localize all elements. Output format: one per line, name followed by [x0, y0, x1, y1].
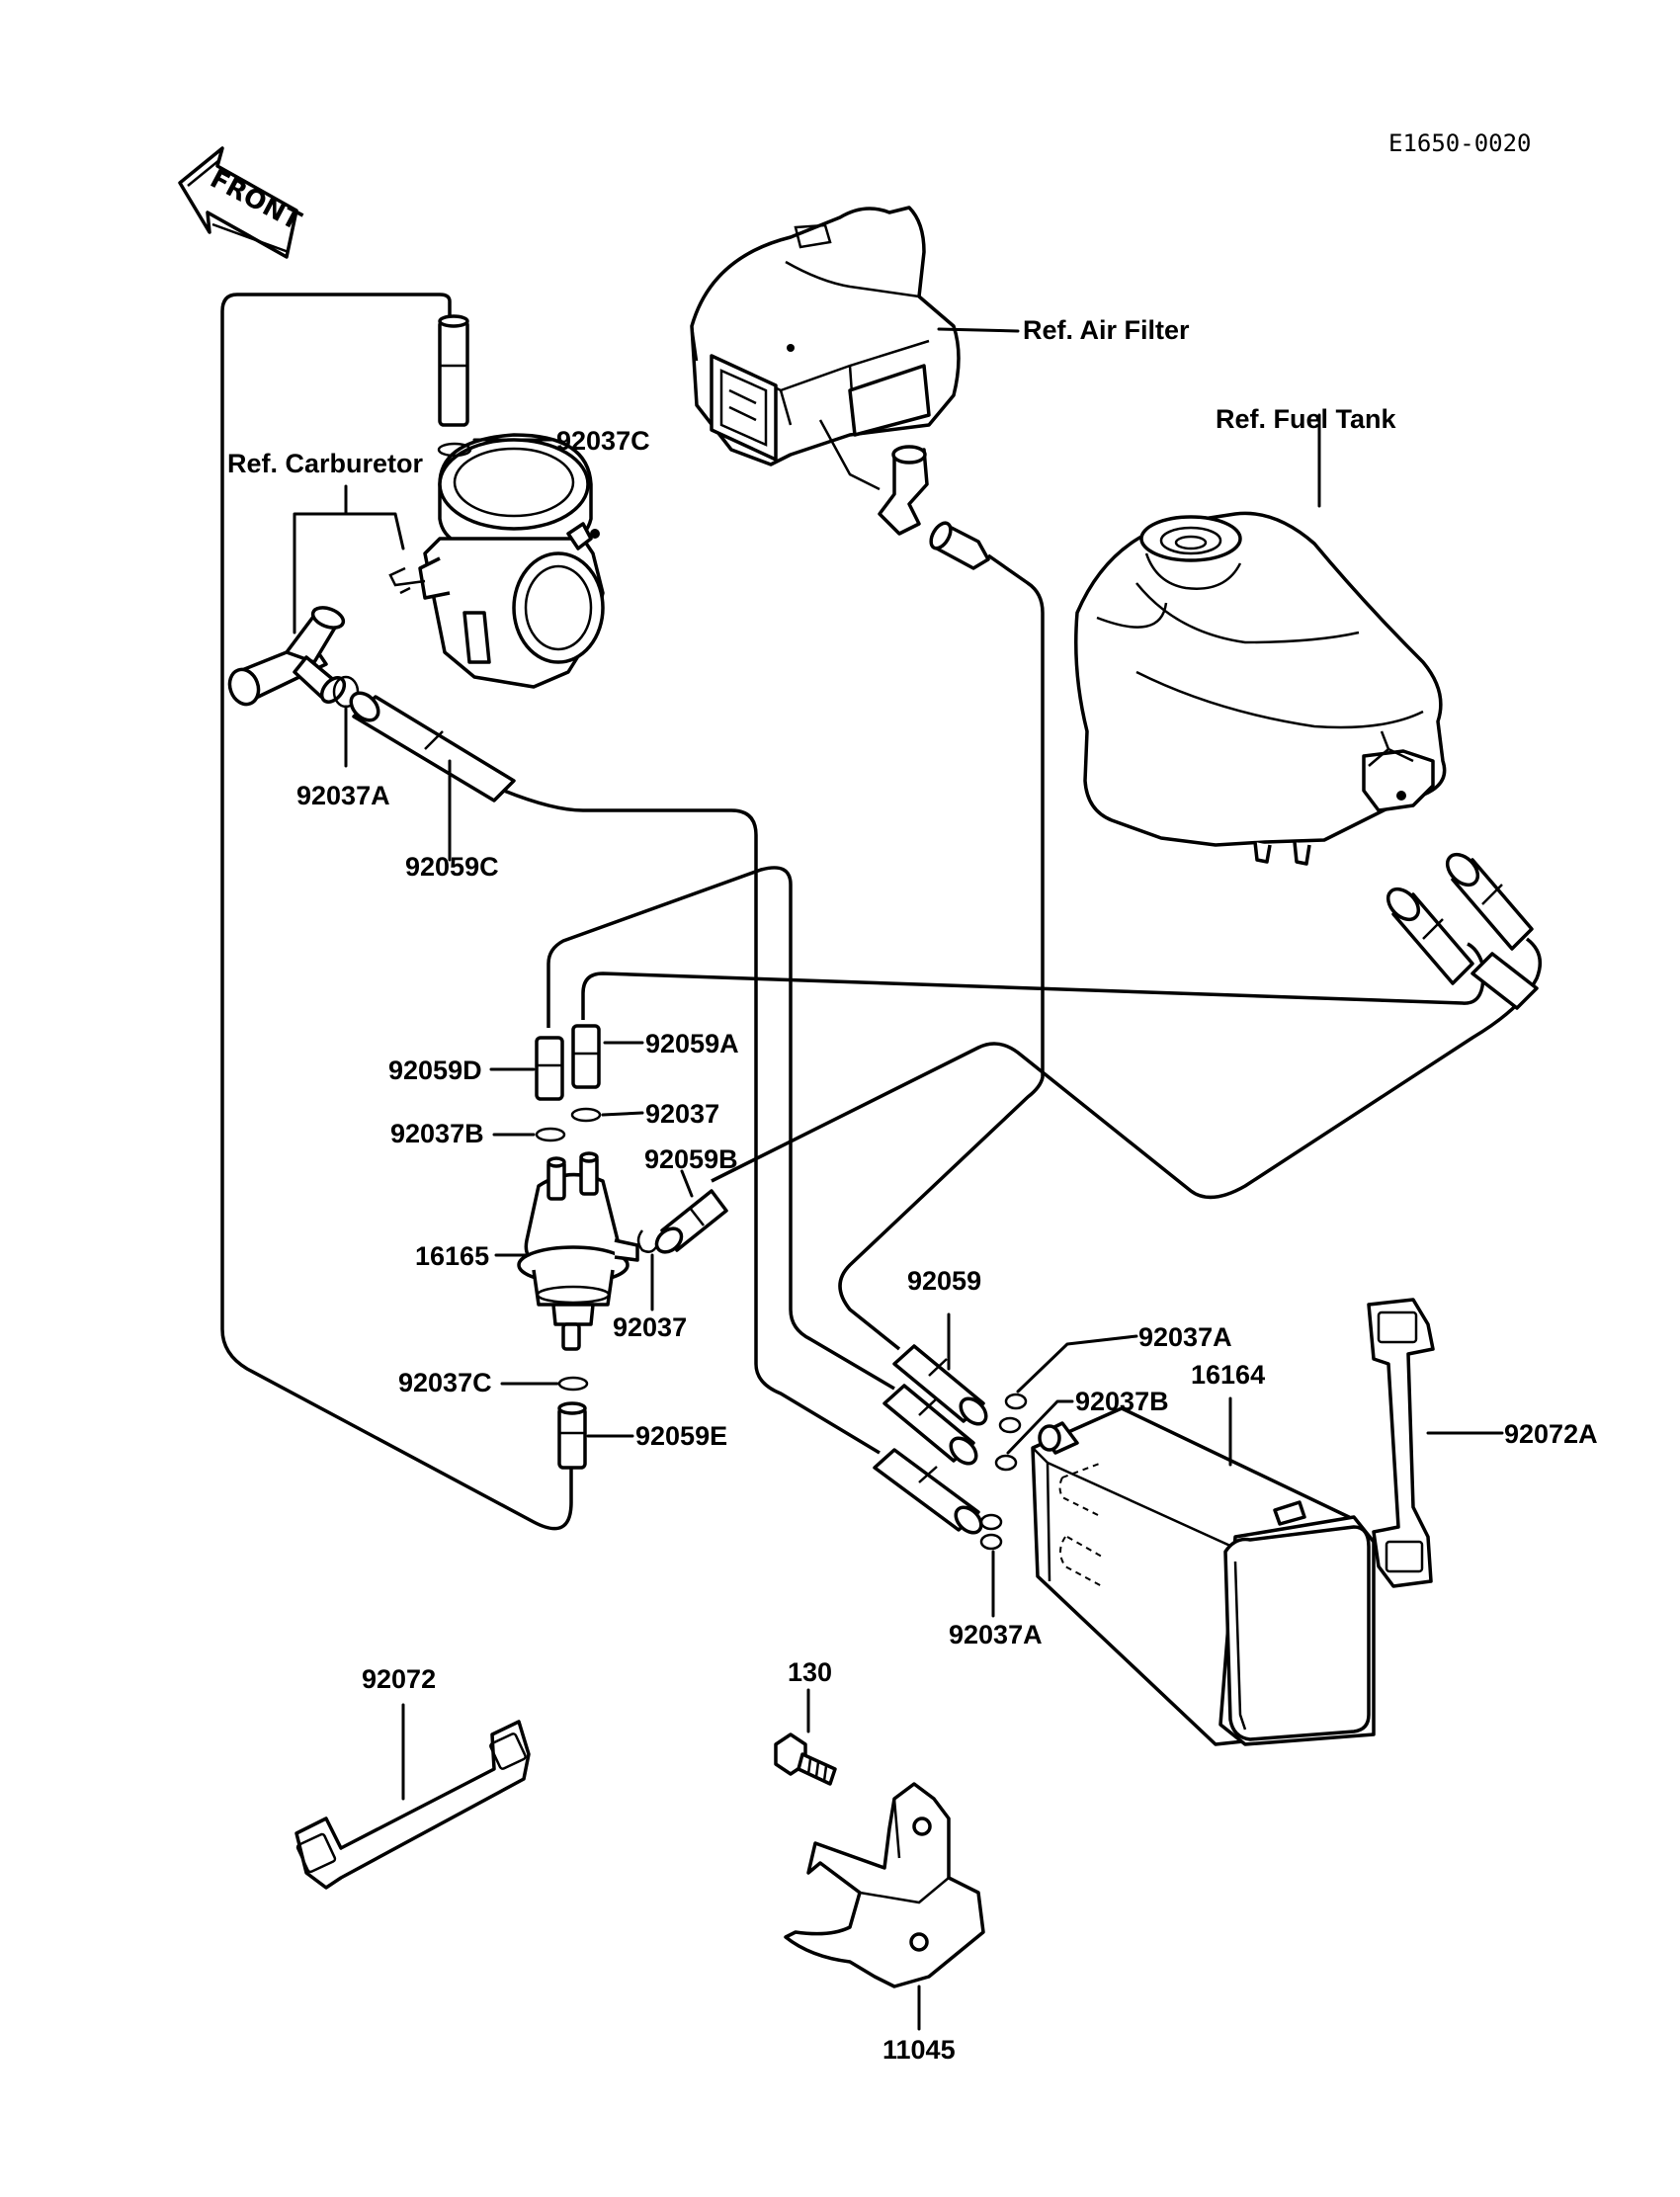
t-fitting: [227, 606, 347, 707]
hose-92059B: [654, 1189, 728, 1254]
hose-92059D: [535, 1036, 564, 1101]
bolt-130: [774, 1732, 837, 1786]
air-filter-fitting: [878, 445, 990, 570]
clip-92037A-right-b: [998, 1416, 1022, 1434]
part-92037-lower: 92037: [613, 1312, 687, 1342]
ref-fuel-tank-label: Ref. Fuel Tank: [1216, 404, 1397, 434]
fuel-tank-hoses: [1386, 852, 1539, 1010]
hose-92059C: [349, 691, 516, 803]
part-92059D: 92059D: [388, 1056, 482, 1085]
strap-92072A: [1367, 1298, 1435, 1588]
clip-92037-lower: [636, 1229, 659, 1253]
clip-92037B-right: [994, 1454, 1018, 1472]
part-92037C-bottom: 92037C: [398, 1368, 492, 1397]
part-92037A-right: 92037A: [1138, 1322, 1232, 1352]
bracket-11045: [784, 1782, 985, 1988]
clip-92037B-left: [535, 1127, 566, 1142]
part-92059: 92059: [907, 1266, 981, 1296]
part-92072A: 92072A: [1504, 1419, 1598, 1449]
clip-92037A-right-a: [1004, 1393, 1028, 1410]
clip-92037A-bottom-a: [979, 1513, 1003, 1531]
evap-canister: [1031, 1406, 1376, 1746]
carburetor: [388, 433, 605, 689]
clip-92037-upper: [570, 1107, 602, 1123]
hose-92059A: [571, 1024, 601, 1089]
canister-hoses: [873, 1344, 988, 1535]
part-92037A-bottom: 92037A: [949, 1620, 1043, 1649]
front-arrow-icon: FRONT: [178, 146, 306, 259]
strap-92072: [294, 1720, 531, 1890]
clip-92037C-top: [437, 442, 472, 458]
clip-92037C-bottom: [557, 1376, 589, 1392]
part-130: 130: [788, 1657, 832, 1687]
part-16164: 16164: [1191, 1360, 1265, 1390]
fuel-pressure-regulator: [517, 1151, 639, 1351]
part-92059E: 92059E: [635, 1421, 727, 1451]
part-92059B: 92059B: [644, 1144, 738, 1174]
part-92059A: 92059A: [645, 1029, 739, 1058]
clip-92037A-bottom-b: [979, 1533, 1003, 1551]
part-92037C-top: 92037C: [556, 426, 650, 456]
part-92037A-left: 92037A: [296, 781, 390, 810]
part-92072: 92072: [362, 1664, 436, 1694]
ref-air-filter-label: Ref. Air Filter: [1023, 315, 1190, 345]
part-11045: 11045: [882, 2035, 956, 2065]
hose-routing: [220, 293, 1543, 1531]
part-16165: 16165: [415, 1241, 489, 1271]
fuel-tank: [1074, 511, 1447, 866]
hose-top-left: [438, 314, 469, 427]
part-92037B-left: 92037B: [390, 1119, 484, 1148]
ref-carburetor-label: Ref. Carburetor: [227, 449, 424, 478]
part-92037-upper: 92037: [645, 1099, 719, 1129]
diagram-code: E1650-0020: [1388, 129, 1532, 157]
part-92059C: 92059C: [405, 852, 499, 882]
hose-92059E: [557, 1401, 587, 1470]
air-filter-housing: [690, 206, 961, 491]
